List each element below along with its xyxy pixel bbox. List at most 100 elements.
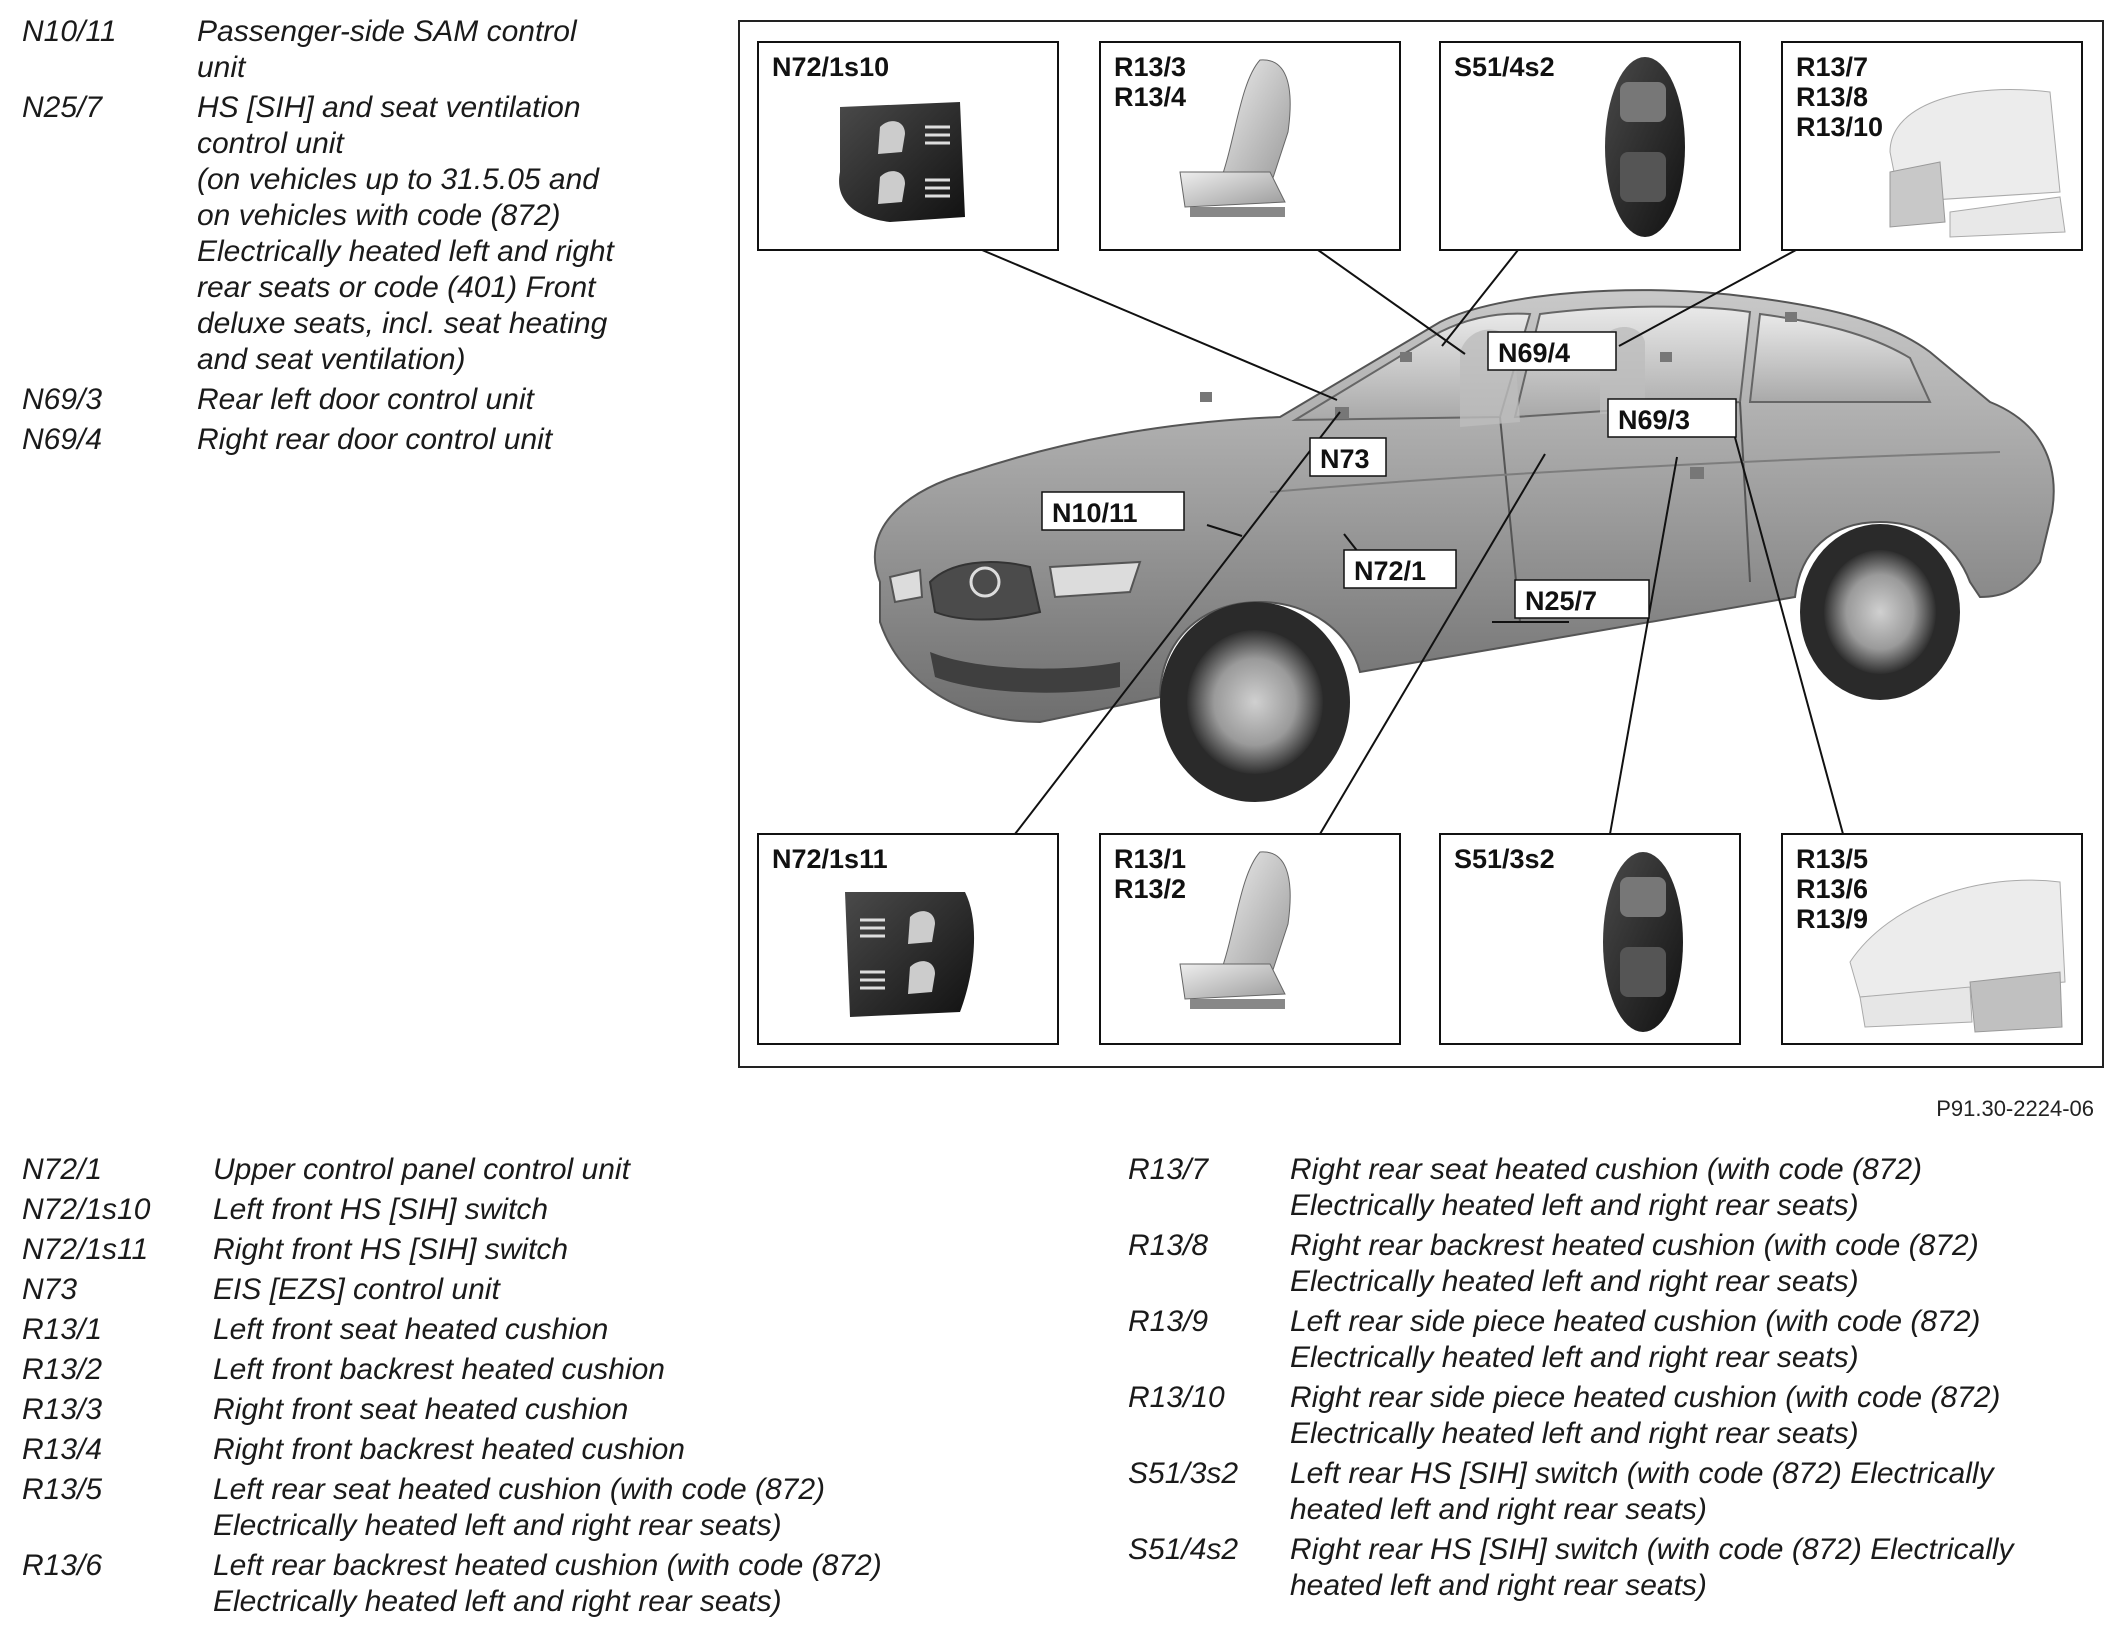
legend-code: S51/3s2 [1128, 1457, 1239, 1490]
callout-text-1: N69/3 [1618, 405, 1690, 435]
figure-reference-number: P91.30-2224-06 [1936, 1096, 2094, 1121]
legend-description: Left front seat heated cushion [213, 1313, 609, 1346]
legend-description: Left front backrest heated cushion [213, 1353, 665, 1386]
legend-entry: R13/8 Right rear backrest heated cushion … [1128, 1228, 2108, 1300]
legend-description: Left rear backrest heated cushion (with … [213, 1549, 882, 1618]
callout-N73: N73 [1309, 437, 1387, 477]
legend-description: Right rear door control unit [197, 423, 553, 456]
legend-description: Rear left door control unit [197, 383, 534, 416]
rear-seat-heater-switch-icon [1603, 852, 1683, 1032]
legend-entry: N69/3 Rear left door control unit [22, 382, 662, 418]
legend-entry: N73 EIS [EZS] control unit [22, 1272, 1102, 1308]
legend-description: HS [SIH] and seat ventilation control un… [197, 91, 614, 376]
box-label-bottom-1: N72/1s11 [772, 844, 888, 874]
callout-text-5: N25/7 [1525, 586, 1597, 616]
legend-code: N10/11 [22, 15, 117, 48]
legend-code: R13/3 [22, 1393, 103, 1426]
front-seat-icon [1179, 851, 1291, 1009]
box-label-top-3: S51/4s2 [1454, 52, 1555, 82]
box-S51-4s2: S51/4s2 [1439, 41, 1741, 251]
legend-entry: R13/6 Left rear backrest heated cushion (… [22, 1548, 1102, 1620]
front-seat-icon [1179, 59, 1291, 217]
legend-code: R13/8 [1128, 1229, 1209, 1262]
legend-description: Right rear backrest heated cushion (with… [1290, 1229, 1979, 1298]
legend-description: Upper control panel control unit [213, 1153, 630, 1186]
legend-entry: R13/4 Right front backrest heated cushion [22, 1432, 1102, 1468]
callout-N69-3: N69/3 [1607, 398, 1737, 438]
rear-seat-icon [1889, 89, 2066, 238]
legend-code: R13/9 [1128, 1305, 1209, 1338]
legend-code: S51/4s2 [1128, 1533, 1239, 1566]
legend-entry: N72/1s11 Right front HS [SIH] switch [22, 1232, 1102, 1268]
legend-code: N69/3 [22, 383, 103, 416]
box-S51-3s2: S51/3s2 [1439, 833, 1741, 1045]
legend-code: N72/1s11 [22, 1233, 149, 1266]
callout-text-2: N73 [1320, 444, 1370, 474]
legend-entry: S51/4s2 Right rear HS [SIH] switch (with … [1128, 1532, 2108, 1604]
legend-entry: R13/7 Right rear seat heated cushion (wit… [1128, 1152, 2108, 1224]
legend-description: Right front HS [SIH] switch [213, 1233, 569, 1266]
legend-entry: R13/9 Left rear side piece heated cushion… [1128, 1304, 2108, 1376]
car-illustration [874, 289, 2055, 802]
legend-description: Passenger-side SAM control unit [197, 15, 577, 84]
legend-code: R13/4 [22, 1433, 103, 1466]
legend-entry: R13/10 Right rear side piece heated cushi… [1128, 1380, 2108, 1452]
legend-description: Left front HS [SIH] switch [213, 1193, 549, 1226]
legend-bottom-right: R13/7 Right rear seat heated cushion (wit… [1128, 1152, 2108, 1608]
legend-description: Left rear side piece heated cushion (wit… [1290, 1305, 1981, 1374]
box-label-bottom-3: S51/3s2 [1454, 844, 1555, 874]
box-label-top-1: N72/1s10 [772, 52, 889, 82]
legend-description: Left rear seat heated cushion (with code… [213, 1473, 826, 1542]
legend-code: N73 [22, 1273, 78, 1306]
legend-code: R13/2 [22, 1353, 103, 1386]
legend-description: Right rear seat heated cushion (with cod… [1290, 1153, 1923, 1222]
legend-code: R13/5 [22, 1473, 103, 1506]
seat-heater-switch-panel-icon [845, 892, 975, 1017]
rear-seat-icon [1849, 879, 2066, 1033]
callout-N72-1: N72/1 [1343, 549, 1457, 589]
legend-entry: N72/1 Upper control panel control unit [22, 1152, 1102, 1188]
legend-entry: R13/5 Left rear seat heated cushion (with… [22, 1472, 1102, 1544]
legend-code: R13/7 [1128, 1153, 1209, 1186]
legend-description: Right front seat heated cushion [213, 1393, 629, 1426]
legend-description: Left rear HS [SIH] switch (with code (87… [1290, 1457, 1994, 1526]
legend-code: N69/4 [22, 423, 103, 456]
legend-description: Right rear side piece heated cushion (wi… [1290, 1381, 2001, 1450]
seat-heater-switch-panel-icon [839, 102, 965, 222]
legend-entry: N69/4 Right rear door control unit [22, 422, 662, 458]
legend-code: R13/10 [1128, 1381, 1225, 1414]
callout-N10-11: N10/11 [1041, 491, 1185, 531]
legend-code: N25/7 [22, 91, 103, 124]
callout-N25-7: N25/7 [1514, 579, 1650, 619]
callout-text-4: N72/1 [1354, 556, 1426, 586]
box-N72-1s10: N72/1s10 [757, 41, 1059, 251]
legend-code: N72/1 [22, 1153, 103, 1186]
legend-code: R13/6 [22, 1549, 103, 1582]
legend-entry: R13/2 Left front backrest heated cushion [22, 1352, 1102, 1388]
legend-description: Right front backrest heated cushion [213, 1433, 685, 1466]
legend-description: Right rear HS [SIH] switch (with code (8… [1290, 1533, 2014, 1602]
leader-lines [981, 249, 1844, 835]
legend-entry: N10/11 Passenger-side SAM control unit [22, 14, 662, 86]
legend-entry: R13/3 Right front seat heated cushion [22, 1392, 1102, 1428]
legend-entry: S51/3s2 Left rear HS [SIH] switch (with c… [1128, 1456, 2108, 1528]
callout-text-0: N69/4 [1498, 338, 1570, 368]
legend-entry: N25/7 HS [SIH] and seat ventilation contr… [22, 90, 662, 378]
rear-seat-heater-switch-icon [1605, 57, 1685, 237]
legend-description: EIS [EZS] control unit [213, 1273, 500, 1306]
callout-N69-4: N69/4 [1487, 331, 1617, 371]
